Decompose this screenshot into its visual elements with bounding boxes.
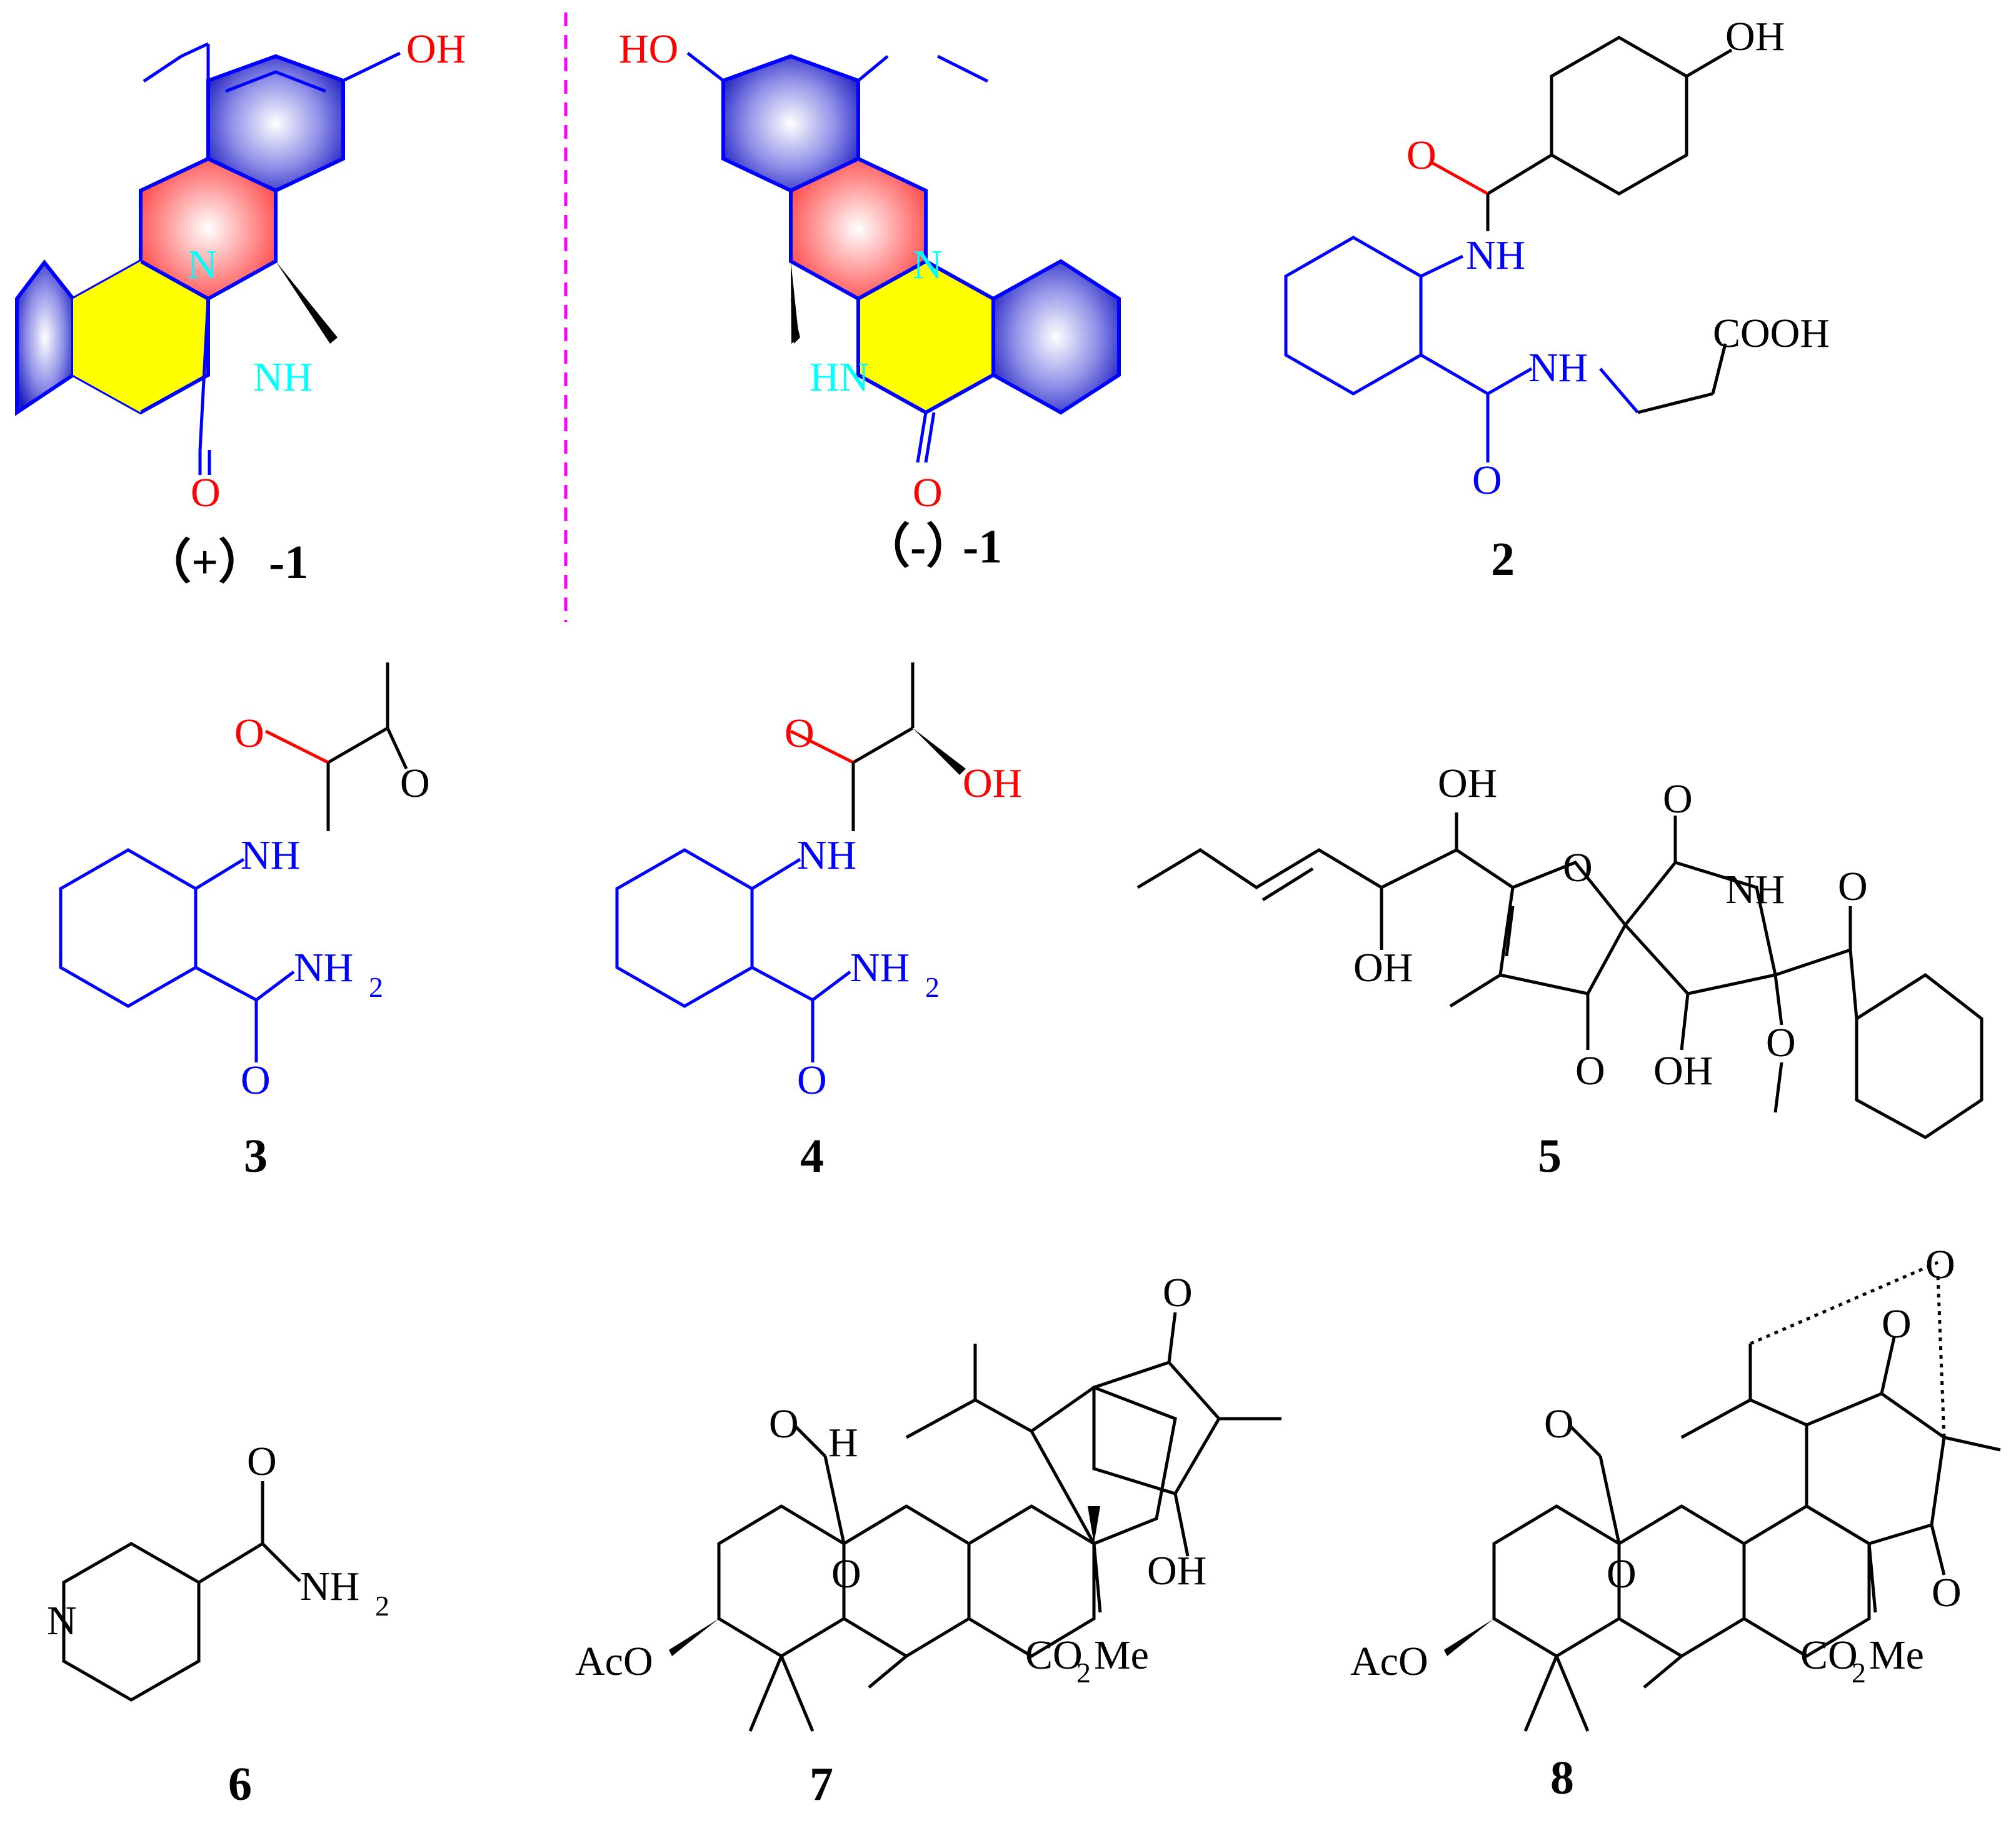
ring-b [1617, 1504, 1746, 1658]
pyridine-ring [62, 1542, 201, 1702]
oh-bottom-label: OH [1653, 1048, 1713, 1094]
co2me-label-me: Me [1869, 1632, 1924, 1678]
ring-b [842, 1504, 971, 1658]
compound-8 [1492, 1261, 2001, 1732]
o-ketone-label: O [1838, 864, 1868, 909]
caption-paren: （-） [863, 521, 973, 573]
o1-label: O [785, 711, 815, 756]
nh2-label: NH [300, 1564, 359, 1609]
benzene-ring [59, 848, 198, 1008]
oh-left-label: OH [1353, 945, 1413, 991]
oh-label: OH [406, 26, 466, 72]
h-label: H [828, 1420, 858, 1466]
ring-d [1029, 1386, 1177, 1546]
furanone-ring [1498, 860, 1627, 996]
o-bottom-label: O [797, 1057, 827, 1103]
co2me-label-co: CO [1800, 1632, 1858, 1678]
o-bridge-label: O [1607, 1551, 1637, 1597]
n-label: N [47, 1598, 77, 1644]
o-lactam-label: O [1663, 776, 1693, 822]
lactam-ring [1623, 861, 1777, 996]
o-methoxy-label: O [1766, 1020, 1796, 1066]
nh-mid-label: NH [1528, 345, 1588, 391]
compound-minus-1: HO N HN O （-） -1 [619, 26, 1121, 573]
ring-c [967, 1504, 1096, 1658]
nh-label: NH [1725, 867, 1785, 912]
compound-plus-1: OH N NH O （+） -1 [15, 26, 466, 589]
oh-top-label: OH [1438, 761, 1497, 806]
nh2-label: NH [294, 945, 353, 991]
o-bottom-label: O [241, 1057, 271, 1103]
o1-label: O [234, 711, 264, 756]
compound-5-labels: OH O O NH O OH O OH O 5 [1353, 761, 1868, 1182]
oh-label: OH [963, 761, 1022, 806]
ring-top [1550, 36, 1688, 196]
ring-a [1492, 1504, 1621, 1658]
co2me-subscript: 2 [1076, 1657, 1091, 1689]
compound-5 [1136, 812, 1983, 1139]
nh-label: NH [797, 832, 856, 878]
compound-3: O O NH NH 2 O 3 [59, 662, 430, 1182]
aco-label: AcO [575, 1639, 653, 1684]
o-label: O [913, 470, 943, 516]
o-label: O [191, 470, 221, 516]
compound-8-labels: O O O O O AcO CO 2 Me 8 [1350, 1242, 1962, 1804]
benzene-ring [615, 848, 754, 1008]
compound-label: 4 [800, 1130, 824, 1182]
o-right-label: O [1932, 1570, 1962, 1616]
oh-label: OH [1147, 1548, 1206, 1594]
co2me-label-co: CO [1025, 1632, 1083, 1678]
hn-label: HN [810, 354, 869, 400]
compound-4: O OH NH NH 2 O 4 [615, 662, 1022, 1182]
co2me-label-me: Me [1094, 1632, 1149, 1678]
nh2-subscript: 2 [375, 1590, 389, 1622]
nh-top-label: NH [1466, 232, 1525, 278]
o-ring-label: O [1563, 845, 1593, 891]
ring-left-aromatic [15, 259, 75, 416]
compound-label: -1 [269, 536, 308, 589]
ring-e [1092, 1361, 1221, 1496]
compound-2: OH O NH NH COOH O 2 [1284, 14, 1830, 586]
o-top-label: O [1163, 1270, 1193, 1316]
compound-label: 6 [228, 1758, 252, 1811]
compound-label: -1 [963, 521, 1002, 573]
nh2-label: NH [850, 945, 910, 991]
compound-label: 5 [1538, 1130, 1562, 1182]
oh-label: OH [1725, 14, 1785, 59]
o-top-label: O [1407, 132, 1437, 178]
compound-7 [717, 1312, 1281, 1732]
o-epoxide-label: O [1925, 1242, 1955, 1287]
phenyl-ring [1855, 972, 1983, 1139]
co2me-subscript: 2 [1852, 1657, 1866, 1689]
o-left-label: O [769, 1401, 799, 1447]
compound-6: N O NH 2 6 [47, 1439, 389, 1811]
caption-paren: （+） [144, 536, 266, 589]
nh2-subscript: 2 [369, 971, 383, 1003]
compound-label: 7 [810, 1758, 833, 1811]
n-label: N [913, 242, 943, 287]
o-bridge-label: O [831, 1551, 861, 1597]
nh-label: NH [241, 832, 300, 878]
ring-a [717, 1504, 846, 1658]
ho-label: HO [619, 26, 678, 72]
ring-d [1805, 1392, 1946, 1546]
compound-label: 3 [244, 1130, 268, 1182]
nh-label: NH [253, 354, 313, 400]
compound-label: 2 [1491, 533, 1515, 586]
o-bottom-label: O [1472, 457, 1502, 503]
o-bottom-label: O [1575, 1048, 1605, 1094]
o-left-label: O [1544, 1401, 1574, 1447]
ring-right-aromatic [991, 259, 1121, 415]
ring-bottom [1284, 236, 1423, 396]
nh2-subscript: 2 [925, 971, 940, 1003]
n-label: N [188, 242, 218, 287]
cooh-label: COOH [1713, 311, 1830, 356]
o-top-label: O [1882, 1301, 1912, 1347]
o2-label: O [400, 761, 430, 806]
o-label: O [247, 1439, 277, 1484]
aco-label: AcO [1350, 1639, 1428, 1684]
compound-7-labels: O O H O OH AcO CO 2 Me 7 [575, 1270, 1206, 1811]
compound-label: 8 [1550, 1752, 1574, 1804]
